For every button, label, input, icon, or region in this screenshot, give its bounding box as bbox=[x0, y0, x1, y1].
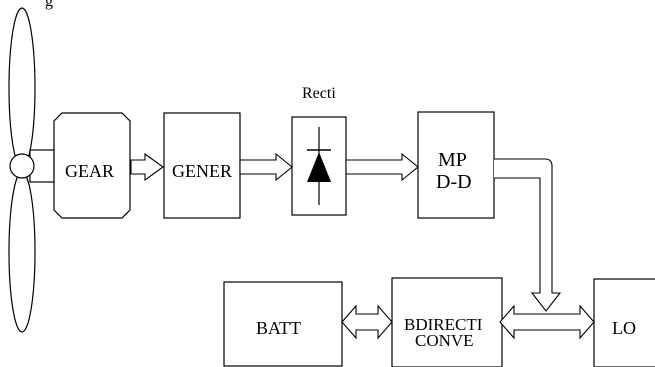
generator-label: GENER bbox=[172, 161, 232, 181]
rectifier-block bbox=[291, 116, 347, 216]
battery-label: BATT bbox=[256, 318, 301, 338]
arrow-generator-to-rectifier bbox=[239, 152, 293, 182]
generator-block: GENER bbox=[163, 112, 241, 219]
arrow-rectifier-to-mppt bbox=[345, 152, 419, 182]
gear-block: GEAR bbox=[53, 112, 131, 219]
turbine-rotor-icon bbox=[8, 7, 55, 333]
arrow-gear-to-generator bbox=[130, 152, 164, 182]
arrow-mppt-to-dc-bus bbox=[494, 158, 562, 312]
bidirectional-converter-block: BDIRECTI CONVE bbox=[391, 277, 503, 367]
converter-label-line2: CONVE bbox=[415, 331, 474, 350]
arrow-converter-load-bidirectional bbox=[499, 304, 595, 340]
battery-block: BATT bbox=[223, 281, 343, 367]
rectifier-label: Recti bbox=[302, 85, 336, 102]
load-label: LO bbox=[612, 318, 636, 338]
top-caption-fragment: g bbox=[45, 0, 53, 10]
load-block: LO bbox=[593, 278, 655, 367]
arrow-battery-converter-bidirectional bbox=[341, 304, 393, 340]
diode-icon bbox=[307, 127, 331, 205]
mppt-label-line1: MP bbox=[438, 149, 467, 171]
gear-label: GEAR bbox=[65, 161, 114, 181]
mppt-label-line2: D-D bbox=[436, 171, 472, 193]
converter-label-line1: BDIRECTI bbox=[404, 315, 483, 334]
mppt-dcdc-block: MP D-D bbox=[417, 111, 495, 219]
